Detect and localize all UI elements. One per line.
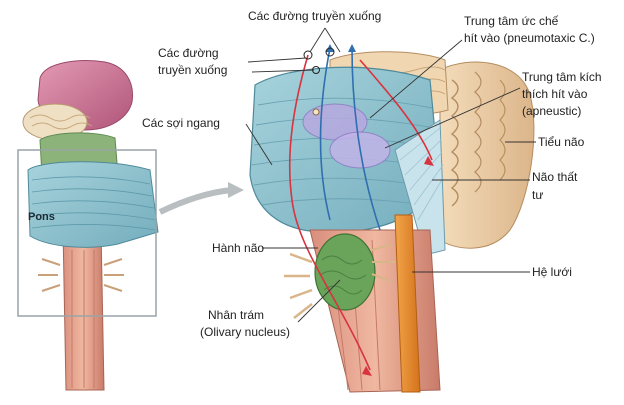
zoom-arrow-head <box>228 182 244 198</box>
highlight-frame <box>17 149 157 317</box>
label-cerebellum: Tiểu não <box>538 135 585 149</box>
label-transverse-fibers: Các sợi ngang <box>142 116 220 130</box>
label-pneumotaxic-line2: hít vào (pneumotaxic C.) <box>464 31 595 45</box>
reticular-formation-shape <box>394 214 421 393</box>
left-brainstem-illustration <box>17 60 159 391</box>
olivary-nucleus-shape <box>314 233 376 311</box>
label-fourth-ventricle-line2: tư <box>532 188 544 202</box>
label-apneustic-line1: Trung tâm kích <box>522 70 602 84</box>
label-olivary-line1: Nhân trám <box>208 308 265 322</box>
leader-lines <box>245 27 536 323</box>
label-fourth-ventricle-line1: Não thất <box>532 170 578 184</box>
label-pneumotaxic-line1: Trung tâm ức chế <box>464 14 559 28</box>
label-descending-left-line2: truyền xuống <box>158 63 228 77</box>
label-descending-left-line1: Các đường <box>158 46 219 60</box>
label-apneustic-line3: (apneustic) <box>522 104 582 118</box>
label-pons: Pons <box>28 211 55 223</box>
large-brainstem-illustration <box>249 44 535 393</box>
label-apneustic-line2: thích hít vào <box>522 87 588 101</box>
zoom-arrow <box>158 187 233 215</box>
label-olivary-line2: (Olivary nucleus) <box>200 325 291 339</box>
label-reticular-formation: Hệ lưới <box>532 265 572 279</box>
cerebellum-shape <box>439 61 535 249</box>
label-medulla: Hành não <box>212 241 265 255</box>
descending-tract-red <box>288 54 371 371</box>
label-descending-top: Các đường truyền xuống <box>248 9 382 23</box>
descending-tract-blue <box>319 47 331 221</box>
